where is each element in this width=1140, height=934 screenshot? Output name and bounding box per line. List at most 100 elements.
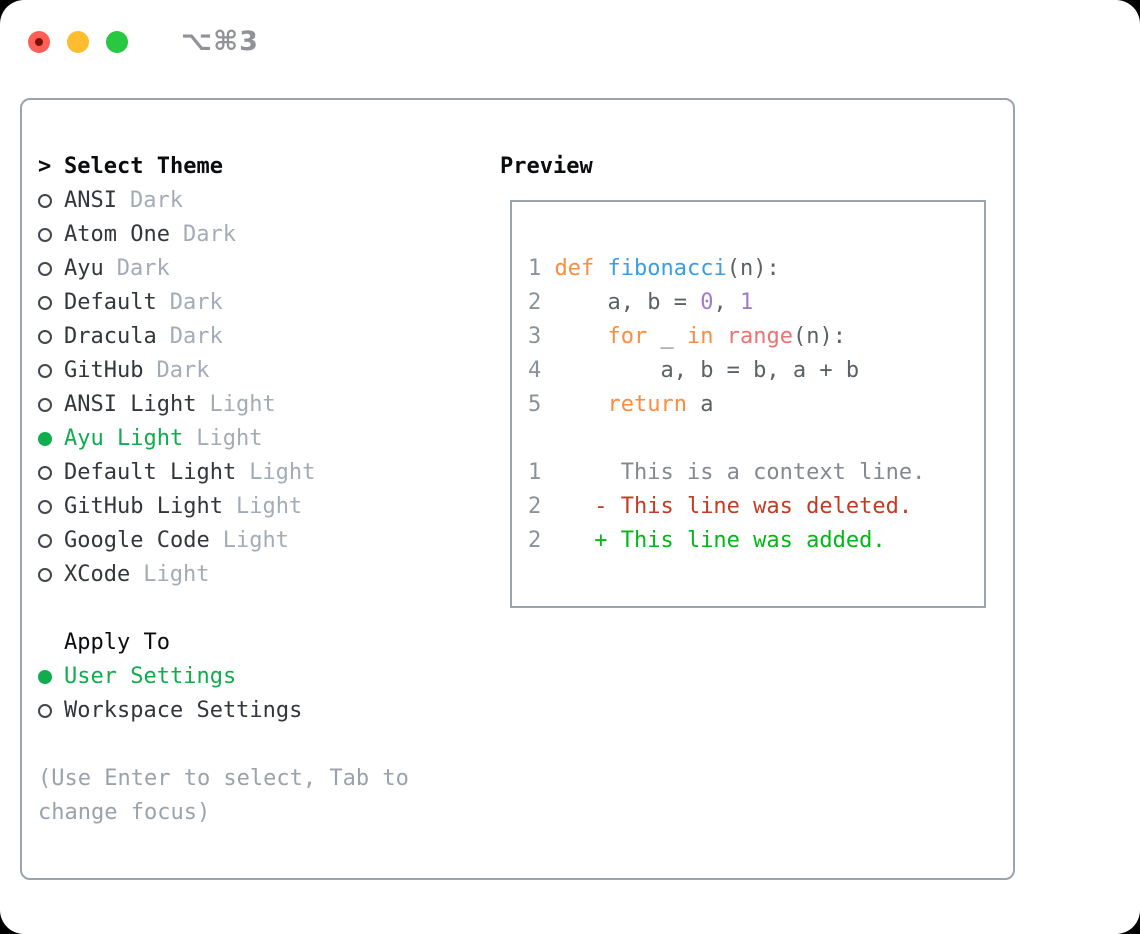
close-button[interactable] [28,30,50,53]
theme-variant-tag: Dark [169,290,223,315]
apply-to-option[interactable]: User Settings [38,660,409,694]
radio-cell [38,228,64,242]
theme-name: Google Code [64,528,210,553]
theme-name: Ayu Light [64,426,184,451]
radio-cell [38,262,64,276]
apply-to-title: Apply To [64,630,170,655]
radio-cell [38,330,64,344]
radio-cell [38,500,64,514]
code-token: def [554,256,595,281]
radio-cell [38,398,64,412]
minimize-button[interactable] [67,30,89,53]
radio-icon[interactable] [38,330,52,344]
theme-name: Default Light [64,460,237,485]
theme-variant-tag: Light [222,528,289,553]
theme-variant-tag: Light [143,562,210,587]
theme-name: Atom One [64,222,170,247]
zoom-button[interactable] [106,30,128,53]
theme-option[interactable]: Default Dark [38,286,409,320]
theme-option[interactable]: Atom One Dark [38,218,409,252]
theme-variant-tag: Light [196,426,263,451]
code-token: 0 [700,290,714,315]
code-token [541,392,607,417]
theme-variant-tag: Dark [116,256,170,281]
prompt-cell: > [38,150,64,184]
radio-icon[interactable] [38,466,52,480]
code-token: + This line was added. [541,528,886,553]
radio-icon[interactable] [38,670,52,684]
line-number: 1 [528,460,542,485]
line-number: 2 [528,528,542,553]
radio-cell [38,704,64,718]
theme-option[interactable]: Ayu Light Light [38,422,409,456]
radio-cell [38,364,64,378]
theme-list-header: >Select Theme [38,150,409,184]
code-line: 5 return a [528,388,984,422]
apply-to-option-label: User Settings [64,664,237,689]
radio-cell [38,432,64,446]
apply-to-option[interactable]: Workspace Settings [38,694,409,728]
theme-name: Default [64,290,157,315]
titlebar: ⌥⌘3 [28,26,259,57]
theme-name: ANSI Light [64,392,197,417]
code-token: This is a context line. [541,460,926,485]
radio-icon[interactable] [38,534,52,548]
preview-title: Preview [500,154,593,179]
line-number: 5 [528,392,542,417]
radio-cell [38,670,64,684]
code-line: 3 for _ in range(n): [528,320,984,354]
code-token [594,256,607,281]
radio-icon[interactable] [38,262,52,276]
code-line: 4 a, b = b, a + b [528,354,984,388]
radio-icon[interactable] [38,364,52,378]
theme-name: ANSI [64,188,117,213]
radio-cell [38,296,64,310]
radio-icon[interactable] [38,398,52,412]
code-token [713,324,726,349]
theme-name: GitHub Light [64,494,223,519]
theme-option[interactable]: ANSI Light Light [38,388,409,422]
line-number: 2 [528,290,542,315]
radio-icon[interactable] [38,568,52,582]
theme-option[interactable]: Default Light Light [38,456,409,490]
radio-icon[interactable] [38,500,52,514]
code-token: (n): [792,324,846,349]
radio-icon[interactable] [38,432,52,446]
theme-option[interactable]: Google Code Light [38,524,409,558]
line-number: 1 [528,256,542,281]
code-token: (n): [726,256,780,281]
theme-name: Ayu [64,256,104,281]
code-line: 2 a, b = 0, 1 [528,286,984,320]
theme-variant-tag: Dark [169,324,223,349]
theme-variant-tag: Light [209,392,276,417]
theme-variant-tag: Light [249,460,316,485]
diff-line: 2 - This line was deleted. [528,490,984,524]
radio-cell [38,194,64,208]
radio-icon[interactable] [38,228,52,242]
theme-list-title: Select Theme [64,154,223,179]
help-text: change focus) [38,800,211,825]
radio-icon[interactable] [38,296,52,310]
unsaved-dot-icon [35,37,43,46]
code-token: fibonacci [607,256,727,281]
theme-option[interactable]: Ayu Dark [38,252,409,286]
code-line: 1 def fibonacci(n): [528,252,984,286]
code-token: in [686,324,714,349]
code-token: _ [647,324,687,349]
code-token: a [686,392,714,417]
theme-variant-tag: Dark [182,222,236,247]
window-shortcut-label: ⌥⌘3 [181,26,259,57]
radio-icon[interactable] [38,194,52,208]
code-token: a, b = [541,290,701,315]
radio-icon[interactable] [38,704,52,718]
code-token: range [726,324,793,349]
